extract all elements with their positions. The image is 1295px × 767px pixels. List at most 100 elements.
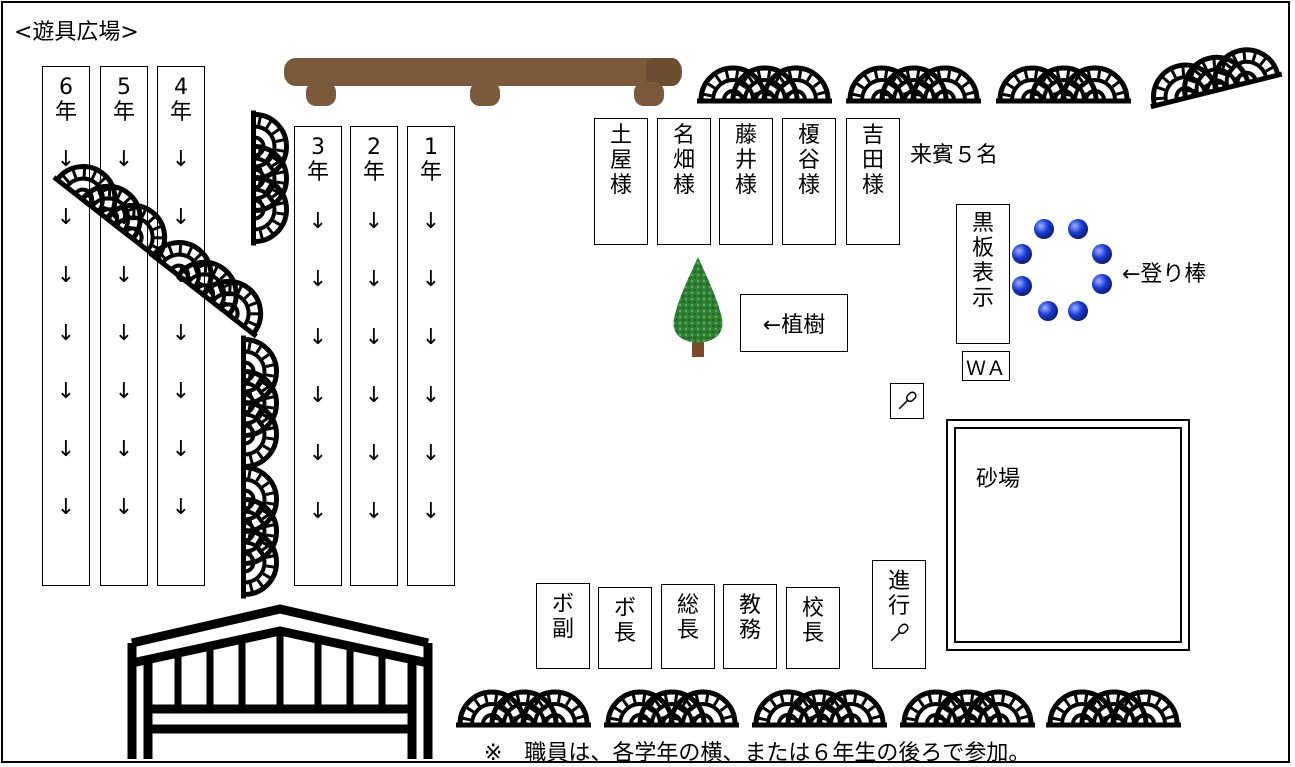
staff-label: ボ長 [613, 596, 636, 646]
jungle-gym-icon [846, 65, 981, 104]
arrow-down: ↓ [308, 499, 328, 524]
jungle-gym-icon [241, 335, 279, 471]
staff-box: ボ長 [598, 587, 652, 669]
arrow-down: ↓ [171, 147, 191, 172]
staff-box: 教務 [723, 584, 777, 669]
arrow-list: ↓↓↓↓↓↓↓ [172, 131, 190, 537]
arrow-down: ↓ [421, 209, 441, 234]
jungle-gym-icon [251, 110, 289, 246]
arrow-down: ↓ [364, 441, 384, 466]
jungle-gym-icon [148, 240, 264, 339]
tree-icon [673, 257, 723, 357]
jungle-gym-icon [52, 164, 168, 263]
staff-box: 総長 [661, 584, 715, 669]
guest-name: 榎谷様 [797, 123, 820, 198]
climbing-pole-icon [1012, 219, 1112, 321]
bench-icon [284, 58, 682, 106]
tree-label: ←植樹 [762, 313, 826, 338]
arrow-list: ↓↓↓↓↓↓ [365, 193, 383, 541]
jungle-gym-icon [456, 689, 591, 728]
jungle-gym-icon [752, 689, 887, 728]
arrow-down: ↓ [56, 321, 76, 346]
guest-box: 土屋様 [594, 118, 648, 245]
arrow-down: ↓ [308, 267, 328, 292]
page-title: <遊具広場> [14, 20, 139, 45]
staff-box: ボ副 [536, 583, 590, 669]
arrow-down: ↓ [171, 205, 191, 230]
arrow-down: ↓ [114, 321, 134, 346]
staff-label: 総長 [676, 593, 699, 643]
guest-name: 土屋様 [609, 123, 632, 198]
arrow-down: ↓ [171, 495, 191, 520]
arrow-down: ↓ [114, 495, 134, 520]
staff-label: 教務 [738, 593, 761, 643]
arrow-down: ↓ [364, 209, 384, 234]
climbing-poles-label: ←登り棒 [1122, 262, 1207, 287]
arrow-down: ↓ [364, 499, 384, 524]
staff-label: ボ副 [551, 592, 574, 642]
jungle-gym-icon [900, 689, 1035, 728]
guest-box: 藤井様 [719, 118, 773, 245]
arrow-down: ↓ [421, 325, 441, 350]
arrow-down: ↓ [421, 441, 441, 466]
arrow-down: ↓ [421, 267, 441, 292]
footer-note: ※ 職員は、各学年の横、または６年生の後ろで参加。 [484, 741, 1031, 766]
arrow-down: ↓ [308, 441, 328, 466]
guest-box: 名畑様 [657, 118, 711, 245]
arrow-list: ↓↓↓↓↓↓ [309, 193, 327, 541]
jungle-gym-icon [1150, 47, 1283, 110]
arrow-list: ↓↓↓↓↓↓↓ [115, 131, 133, 537]
jungle-gym-icon [996, 65, 1131, 104]
guest-box: 吉田様 [846, 118, 900, 245]
arrow-list: ↓ ↓ ↓ ↓ ↓ ↓ [422, 193, 440, 541]
arrow-down: ↓ [56, 147, 76, 172]
bridge-icon [127, 604, 433, 759]
arrow-down: ↓ [56, 437, 76, 462]
grade-column-4: 4年 ↓↓↓↓↓↓↓ [157, 66, 205, 586]
arrow-down: ↓ [308, 383, 328, 408]
arrow-down: ↓ [171, 379, 191, 404]
guest-name: 吉田様 [861, 123, 884, 198]
arrow-down: ↓ [114, 147, 134, 172]
jungle-gym-icon [604, 689, 739, 728]
arrow-down: ↓ [56, 263, 76, 288]
guests-label: 来賓５名 [910, 143, 999, 168]
jungle-gym-icon [1046, 689, 1181, 728]
arrow-down: ↓ [421, 499, 441, 524]
sandbox-label: 砂場 [976, 467, 1021, 492]
arrow-down: ↓ [171, 321, 191, 346]
guest-name: 名畑様 [672, 123, 695, 198]
arrow-down: ↓ [364, 325, 384, 350]
wa-label: ＷＡ [966, 355, 1006, 380]
arrow-down: ↓ [114, 263, 134, 288]
jungle-gym-icon [241, 463, 279, 599]
guest-name: 藤井様 [734, 123, 757, 198]
arrow-down: ↓ [421, 383, 441, 408]
sandbox: 砂場 [946, 419, 1190, 651]
jungle-gym-icon [697, 65, 832, 104]
arrow-down: ↓ [308, 209, 328, 234]
arrow-down: ↓ [56, 205, 76, 230]
microphone-icon [898, 391, 917, 410]
arrow-down: ↓ [56, 495, 76, 520]
staff-box: 校長 [786, 587, 840, 669]
tree-label-box: ←植樹 [740, 294, 848, 352]
blackboard-label: 黒板表示 [971, 211, 994, 311]
emcee-box: 進行 [872, 560, 926, 669]
wa-box: ＷＡ [962, 351, 1010, 381]
arrow-down: ↓ [114, 437, 134, 462]
microphone-icon [890, 623, 909, 642]
arrow-down: ↓ [56, 379, 76, 404]
blackboard-box: 黒板表示 [956, 204, 1010, 344]
